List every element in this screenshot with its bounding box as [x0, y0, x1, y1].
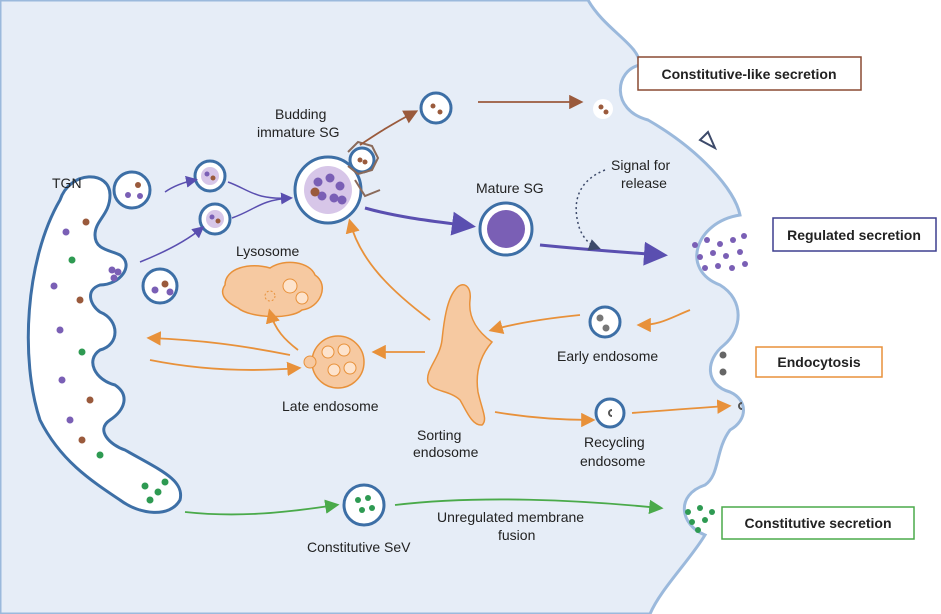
mature-sg: [478, 201, 534, 257]
early-endosome: [588, 305, 622, 339]
label-late-endosome: Late endosome: [282, 398, 379, 414]
sorting-endosome: [426, 284, 494, 426]
lysosome: [221, 261, 323, 318]
label-sorting-endosome: endosome: [413, 444, 479, 460]
box-constitutive-like: [637, 56, 862, 91]
label-immature-sg: immature SG: [257, 124, 339, 140]
label-recycling: Recycling: [584, 434, 645, 450]
label-release: release: [621, 175, 667, 191]
recycling-endosome: [594, 397, 626, 429]
box-endocytosis: [755, 346, 883, 378]
tgn-cargo-dots: [50, 218, 169, 504]
constitutive-sev: [342, 483, 386, 527]
membrane-fusion-events: [593, 99, 748, 533]
label-constitutive-sev: Constitutive SeV: [307, 539, 411, 555]
label-signal: Signal for: [611, 157, 670, 173]
tgn-vesicles: [112, 170, 179, 305]
label-unregulated: Unregulated membrane: [437, 509, 584, 525]
immature-sg-buds: [193, 159, 232, 236]
tgn-membrane: [26, 175, 183, 514]
arrows: [139, 94, 732, 516]
box-regulated: [772, 217, 937, 252]
box-label-endocytosis: Endocytosis: [777, 354, 860, 370]
constitutive-like-vesicle: [419, 91, 453, 125]
cytoplasm: [0, 0, 745, 614]
label-fusion: fusion: [498, 527, 535, 543]
box-label-constitutive: Constitutive secretion: [744, 515, 891, 531]
box-label-constitutive-like: Constitutive-like secretion: [661, 66, 836, 82]
late-endosome: [303, 335, 365, 389]
budding-immature-sg: [293, 140, 381, 225]
box-constitutive: [721, 506, 915, 540]
box-label-regulated: Regulated secretion: [787, 227, 921, 243]
label-lysosome: Lysosome: [236, 243, 300, 259]
label-sorting: Sorting: [417, 427, 461, 443]
label-tgn: TGN: [52, 175, 82, 191]
label-budding: Budding: [275, 106, 326, 122]
label-early-endosome: Early endosome: [557, 348, 658, 364]
label-mature-sg: Mature SG: [476, 180, 544, 196]
label-recycling-endosome: endosome: [580, 453, 646, 469]
